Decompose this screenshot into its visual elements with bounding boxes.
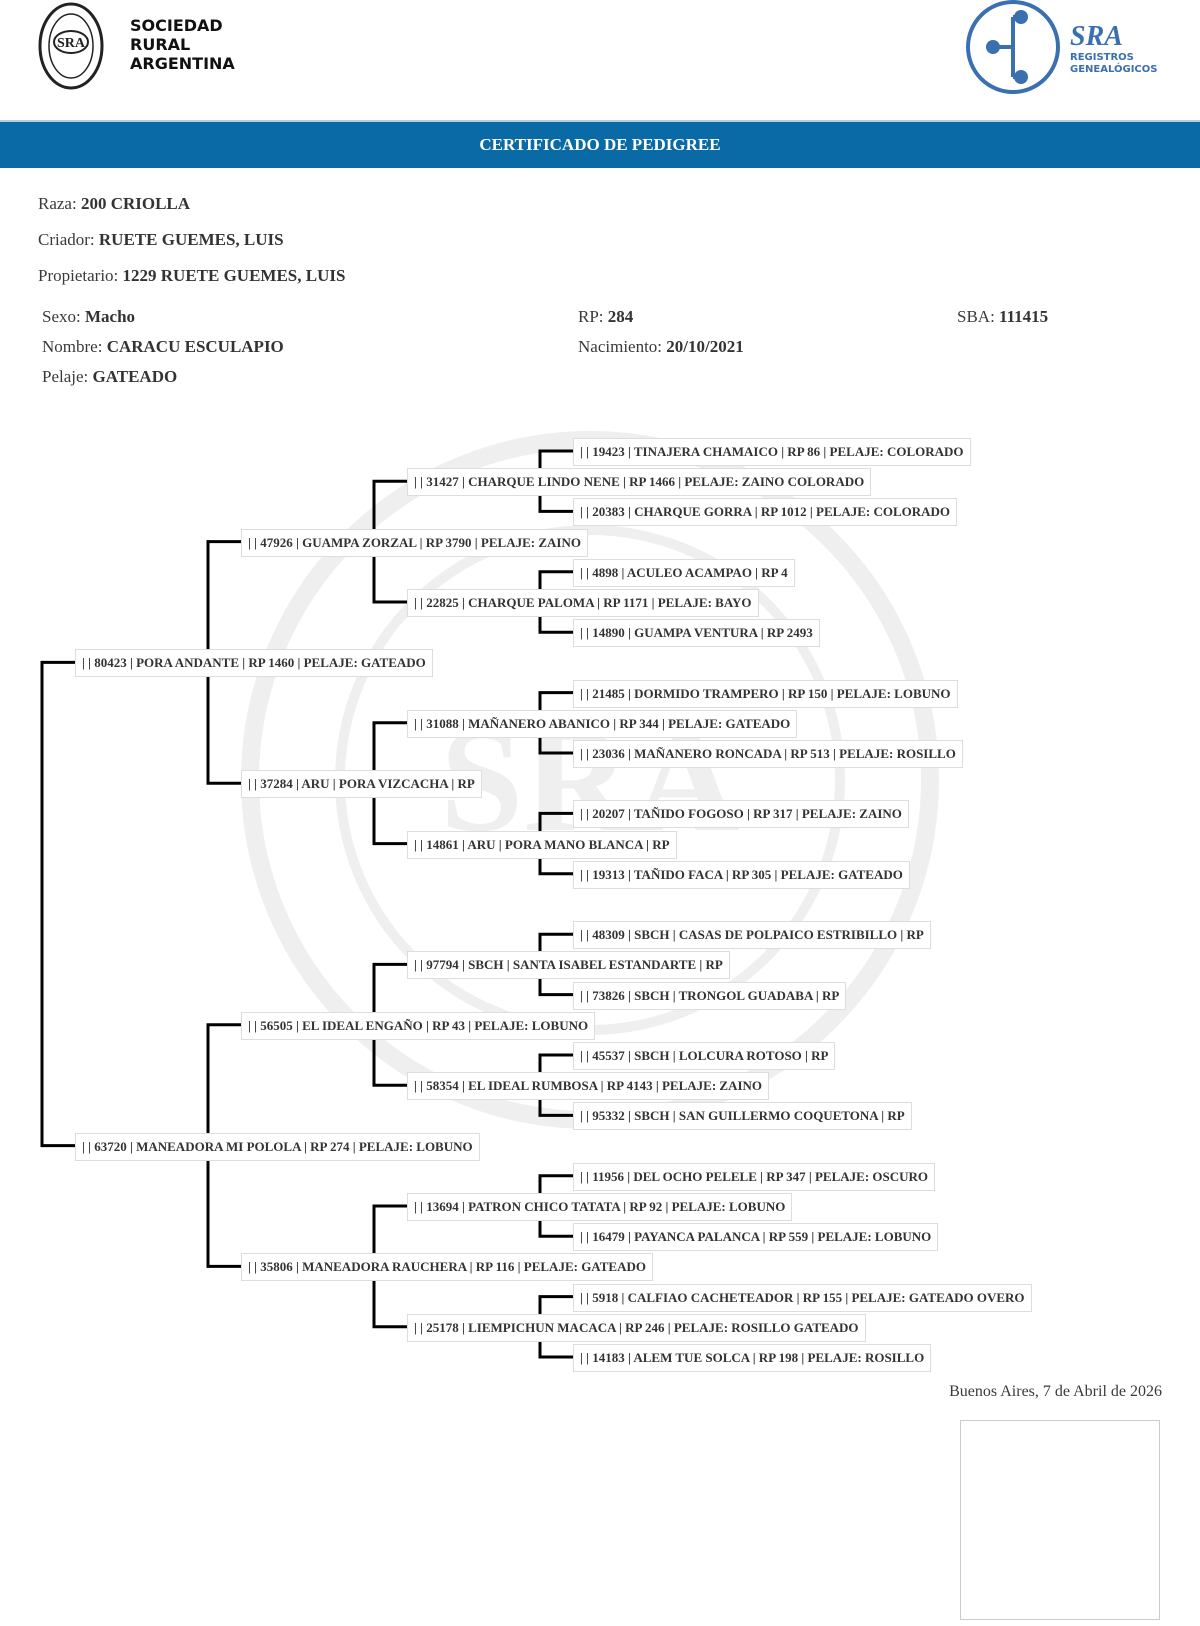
sba-value: 111415 xyxy=(999,307,1049,326)
svg-text:SOCIEDAD: SOCIEDAD xyxy=(130,16,223,35)
pedigree-node-gen3: | | 31088 | MAÑANERO ABANICO | RP 344 | … xyxy=(407,709,798,738)
sba-field: SBA: 111415 xyxy=(957,307,1048,327)
rp-field: RP: 284 xyxy=(578,307,633,327)
pedigree-node-gen4: | | 16479 | PAYANCA PALANCA | RP 559 | P… xyxy=(573,1223,939,1252)
pedigree-node-gen2: | | 56505 | EL IDEAL ENGAÑO | RP 43 | PE… xyxy=(241,1011,596,1040)
pelaje-value: GATEADO xyxy=(92,367,178,386)
pedigree-node-gen4: | | 19313 | TAÑIDO FACA | RP 305 | PELAJ… xyxy=(573,860,910,889)
pedigree-node-gen3: | | 97794 | SBCH | SANTA ISABEL ESTANDAR… xyxy=(407,951,730,980)
rp-value: 284 xyxy=(607,307,634,326)
pedigree-node-gen4: | | 20207 | TAÑIDO FOGOSO | RP 317 | PEL… xyxy=(573,800,909,829)
pedigree-node-gen4: | | 14183 | ALEM TUE SOLCA | RP 198 | PE… xyxy=(573,1344,932,1372)
svg-text:RURAL: RURAL xyxy=(130,35,190,54)
pedigree-node-gen4: | | 73826 | SBCH | TRONGOL GUADABA | RP xyxy=(573,981,847,1010)
pedigree-node-gen3: | | 22825 | CHARQUE PALOMA | RP 1171 | P… xyxy=(407,589,759,617)
svg-text:SRA: SRA xyxy=(57,36,86,51)
criador-field: Criador: RUETE GUEMES, LUIS xyxy=(38,230,284,250)
pedigree-node-gen3: | | 31427 | CHARQUE LINDO NENE | RP 1466… xyxy=(407,468,872,497)
propietario-label: Propietario: xyxy=(38,266,119,285)
pedigree-node-gen4: | | 45537 | SBCH | LOLCURA ROTOSO | RP xyxy=(573,1042,836,1070)
signature-box xyxy=(960,1420,1160,1620)
sociedad-rural-argentina-logo: SRA SOCIEDAD RURAL ARGENTINA xyxy=(38,2,235,90)
pedigree-node-gen4: | | 14890 | GUAMPA VENTURA | RP 2493 xyxy=(573,619,820,648)
pedigree-node-gen3: | | 13694 | PATRON CHICO TATATA | RP 92 … xyxy=(407,1193,793,1221)
nacimiento-label: Nacimiento: xyxy=(578,337,663,356)
pedigree-node-gen4: | | 11956 | DEL OCHO PELELE | RP 347 | P… xyxy=(573,1162,936,1191)
sra-registros-genealogicos-logo: SRA REGISTROS GENEALÓGICOS xyxy=(966,0,1157,94)
pelaje-label: Pelaje: xyxy=(42,367,89,386)
pedigree-node-gen4: | | 5918 | CALFIAO CACHETEADOR | RP 155 … xyxy=(573,1283,1032,1312)
pedigree-node-gen2: | | 35806 | MANEADORA RAUCHERA | RP 116 … xyxy=(241,1253,653,1282)
pedigree-node-gen4: | | 4898 | ACULEO ACAMPAO | RP 4 xyxy=(573,558,795,587)
raza-value: 200 CRIOLLA xyxy=(80,194,191,213)
sexo-field: Sexo: Macho xyxy=(42,307,135,327)
pedigree-node-gen3: | | 25178 | LIEMPICHUN MACACA | RP 246 |… xyxy=(407,1313,866,1342)
issue-date: Buenos Aires, 7 de Abril de 2026 xyxy=(949,1383,1162,1400)
pedigree-node-gen1: | | 80423 | PORA ANDANTE | RP 1460 | PEL… xyxy=(75,649,433,678)
criador-value: RUETE GUEMES, LUIS xyxy=(98,230,284,249)
pedigree-node-gen4: | | 23036 | MAÑANERO RONCADA | RP 513 | … xyxy=(573,740,963,768)
svg-text:REGISTROS: REGISTROS xyxy=(1070,52,1134,63)
nacimiento-value: 20/10/2021 xyxy=(666,337,744,356)
propietario-field: Propietario: 1229 RUETE GUEMES, LUIS xyxy=(38,266,345,286)
criador-label: Criador: xyxy=(38,230,95,249)
nacimiento-field: Nacimiento: 20/10/2021 xyxy=(578,337,744,357)
pedigree-node-gen1: | | 63720 | MANEADORA MI POLOLA | RP 274… xyxy=(75,1132,480,1161)
svg-text:SRA: SRA xyxy=(1070,21,1123,52)
svg-text:GENEALÓGICOS: GENEALÓGICOS xyxy=(1070,62,1157,75)
propietario-value: 1229 RUETE GUEMES, LUIS xyxy=(122,266,346,285)
pedigree-node-gen4: | | 21485 | DORMIDO TRAMPERO | RP 150 | … xyxy=(573,679,958,708)
pelaje-field: Pelaje: GATEADO xyxy=(42,367,177,387)
pedigree-node-gen4: | | 19423 | TINAJERA CHAMAICO | RP 86 | … xyxy=(573,438,971,466)
pedigree-node-gen2: | | 47926 | GUAMPA ZORZAL | RP 3790 | PE… xyxy=(241,528,588,557)
sexo-label: Sexo: xyxy=(42,307,81,326)
nombre-value: CARACU ESCULAPIO xyxy=(106,337,284,356)
sexo-value: Macho xyxy=(84,307,136,326)
sba-label: SBA: xyxy=(957,307,995,326)
raza-field: Raza: 200 CRIOLLA xyxy=(38,194,190,214)
certificate-title: CERTIFICADO DE PEDIGREE xyxy=(479,135,721,154)
svg-text:ARGENTINA: ARGENTINA xyxy=(130,54,235,73)
pedigree-node-gen4: | | 48309 | SBCH | CASAS DE POLPAICO EST… xyxy=(573,921,931,950)
certificate-title-banner: CERTIFICADO DE PEDIGREE xyxy=(0,120,1200,168)
pedigree-node-gen2: | | 37284 | ARU | PORA VIZCACHA | RP xyxy=(241,770,482,799)
nombre-field: Nombre: CARACU ESCULAPIO xyxy=(42,337,284,357)
nombre-label: Nombre: xyxy=(42,337,103,356)
pedigree-node-gen3: | | 58354 | EL IDEAL RUMBOSA | RP 4143 |… xyxy=(407,1072,770,1101)
raza-label: Raza: xyxy=(38,194,77,213)
pedigree-node-gen4: | | 95332 | SBCH | SAN GUILLERMO COQUETO… xyxy=(573,1102,912,1131)
pedigree-node-gen3: | | 14861 | ARU | PORA MANO BLANCA | RP xyxy=(407,830,677,859)
pedigree-node-gen4: | | 20383 | CHARQUE GORRA | RP 1012 | PE… xyxy=(573,498,958,527)
rp-label: RP: xyxy=(578,307,604,326)
